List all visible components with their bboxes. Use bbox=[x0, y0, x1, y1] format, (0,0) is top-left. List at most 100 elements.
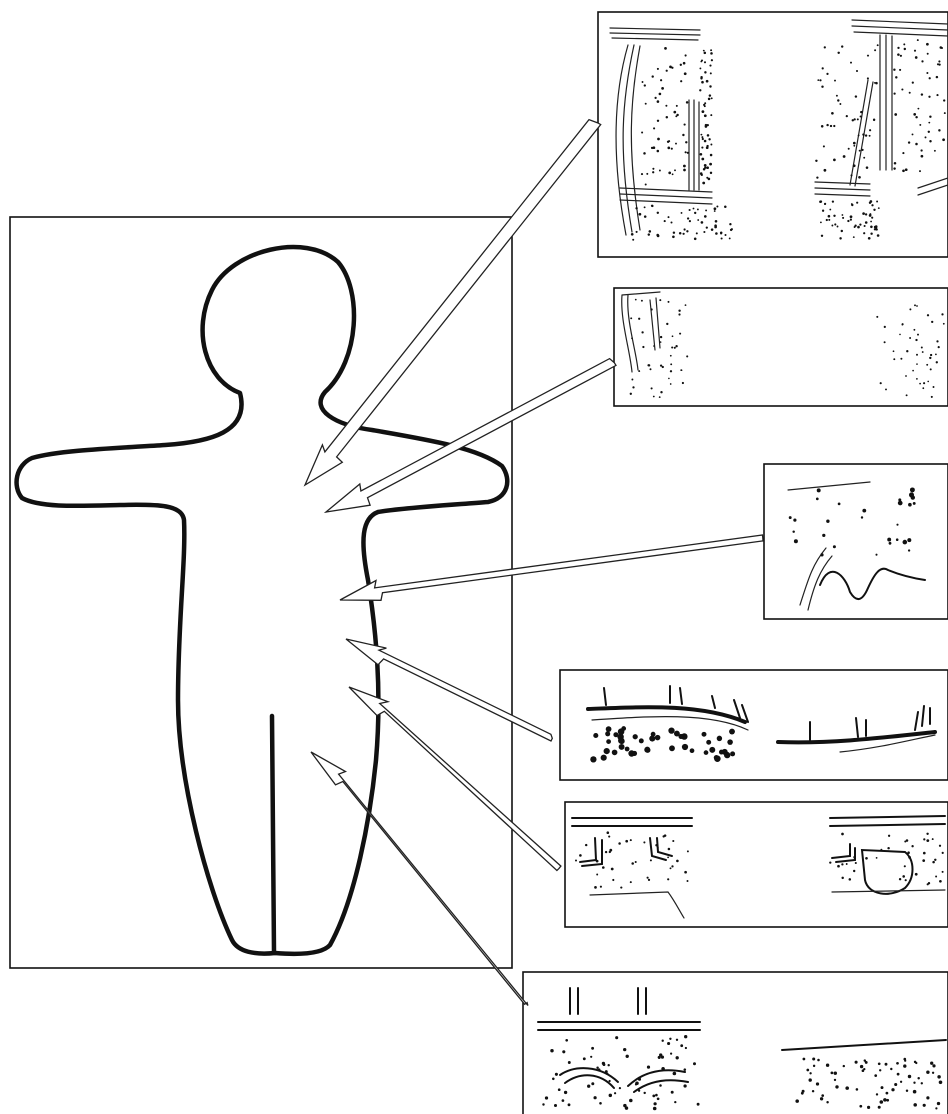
stipple-dot bbox=[817, 488, 821, 492]
stipple-dot bbox=[693, 1062, 696, 1065]
stipple-dot bbox=[931, 396, 933, 398]
stipple-dot bbox=[668, 378, 670, 380]
stipple-dot bbox=[862, 509, 866, 513]
stipple-dot bbox=[644, 206, 646, 208]
stipple-dot bbox=[680, 80, 682, 82]
stipple-dot bbox=[816, 498, 819, 501]
stipple-dot bbox=[913, 113, 916, 116]
stipple-dot bbox=[846, 863, 848, 865]
stipple-dot bbox=[700, 172, 703, 175]
stipple-dot bbox=[653, 396, 655, 398]
stipple-dot bbox=[641, 173, 643, 175]
stipple-dot bbox=[853, 145, 855, 147]
stipple-dot bbox=[906, 839, 909, 842]
stipple-dot bbox=[684, 72, 687, 75]
stipple-dot bbox=[630, 393, 632, 395]
stipple-dot bbox=[854, 225, 856, 227]
stipple-dot bbox=[630, 317, 632, 319]
stipple-dot bbox=[828, 215, 831, 218]
stipple-dot bbox=[704, 750, 709, 755]
stipple-dot bbox=[710, 114, 712, 116]
stipple-dot bbox=[639, 738, 644, 743]
stipple-dot bbox=[662, 366, 664, 368]
stipple-dot bbox=[671, 148, 673, 150]
stipple-dot bbox=[920, 149, 922, 151]
stipple-dot bbox=[659, 396, 661, 398]
stipple-dot bbox=[671, 346, 673, 348]
stipple-dot bbox=[673, 111, 676, 114]
stipple-dot bbox=[603, 1063, 606, 1066]
stipple-dot bbox=[667, 1042, 670, 1045]
stipple-dot bbox=[686, 230, 688, 232]
stipple-dot bbox=[850, 174, 852, 176]
stipple-dot bbox=[701, 81, 704, 84]
stipple-dot bbox=[909, 308, 911, 310]
stipple-dot bbox=[917, 39, 919, 41]
stipple-dot bbox=[858, 176, 861, 179]
stipple-dot bbox=[877, 234, 880, 237]
stipple-dot bbox=[590, 1056, 592, 1058]
stipple-dot bbox=[653, 1107, 657, 1111]
stipple-dot bbox=[564, 1091, 567, 1094]
stipple-dot bbox=[858, 134, 860, 136]
stipple-dot bbox=[834, 80, 836, 82]
stipple-dot bbox=[839, 237, 841, 239]
stipple-dot bbox=[667, 878, 669, 880]
stipple-dot bbox=[591, 1082, 594, 1085]
stipple-dot bbox=[575, 859, 577, 861]
stipple-dot bbox=[623, 1104, 626, 1107]
stipple-dot bbox=[675, 115, 677, 117]
stipple-dot bbox=[555, 1073, 558, 1076]
stipple-dot bbox=[900, 55, 902, 57]
stipple-dot bbox=[619, 738, 625, 744]
stipple-dot bbox=[608, 1064, 610, 1066]
stipple-dot bbox=[893, 350, 895, 352]
stipple-dot bbox=[919, 383, 921, 385]
stipple-dot bbox=[870, 226, 873, 229]
stipple-dot bbox=[927, 314, 929, 316]
stipple-dot bbox=[708, 178, 711, 181]
stipple-dot bbox=[820, 200, 822, 202]
stipple-dot bbox=[646, 173, 648, 175]
stipple-dot bbox=[908, 856, 911, 859]
stipple-dot bbox=[632, 386, 634, 388]
stipple-dot bbox=[919, 170, 921, 172]
stipple-dot bbox=[596, 860, 599, 863]
stipple-dot bbox=[829, 861, 831, 863]
stipple-dot bbox=[707, 124, 709, 126]
stipple-dot bbox=[645, 183, 647, 185]
stipple-dot bbox=[619, 1087, 621, 1089]
stipple-dot bbox=[820, 222, 822, 224]
stipple-dot bbox=[884, 341, 886, 343]
stipple-dot bbox=[855, 95, 857, 97]
stipple-dot bbox=[714, 226, 717, 229]
stipple-dot bbox=[542, 1103, 544, 1105]
stipple-dot bbox=[606, 739, 611, 744]
stipple-dot bbox=[927, 381, 929, 383]
stipple-dot bbox=[709, 65, 711, 67]
stipple-dot bbox=[874, 1074, 877, 1077]
stipple-dot bbox=[625, 747, 630, 752]
stipple-dot bbox=[662, 1040, 664, 1042]
stipple-dot bbox=[915, 143, 918, 146]
stipple-dot bbox=[684, 228, 686, 230]
stipple-dot bbox=[629, 1099, 633, 1103]
stipple-dot bbox=[682, 382, 684, 384]
stipple-dot bbox=[803, 1058, 806, 1061]
stipple-dot bbox=[894, 113, 897, 116]
stipple-dot bbox=[672, 236, 675, 239]
stipple-dot bbox=[923, 838, 925, 840]
stipple-dot bbox=[687, 850, 689, 852]
stipple-dot bbox=[651, 387, 653, 389]
stipple-dot bbox=[676, 1039, 678, 1041]
stipple-dot bbox=[605, 851, 607, 853]
stipple-dot bbox=[652, 1095, 655, 1098]
stipple-dot bbox=[869, 129, 871, 131]
stipple-dot bbox=[590, 756, 596, 762]
stipple-dot bbox=[841, 230, 843, 232]
stipple-dot bbox=[708, 98, 711, 101]
stipple-dot bbox=[684, 871, 687, 874]
stipple-dot bbox=[668, 140, 670, 142]
stipple-dot bbox=[686, 355, 688, 357]
